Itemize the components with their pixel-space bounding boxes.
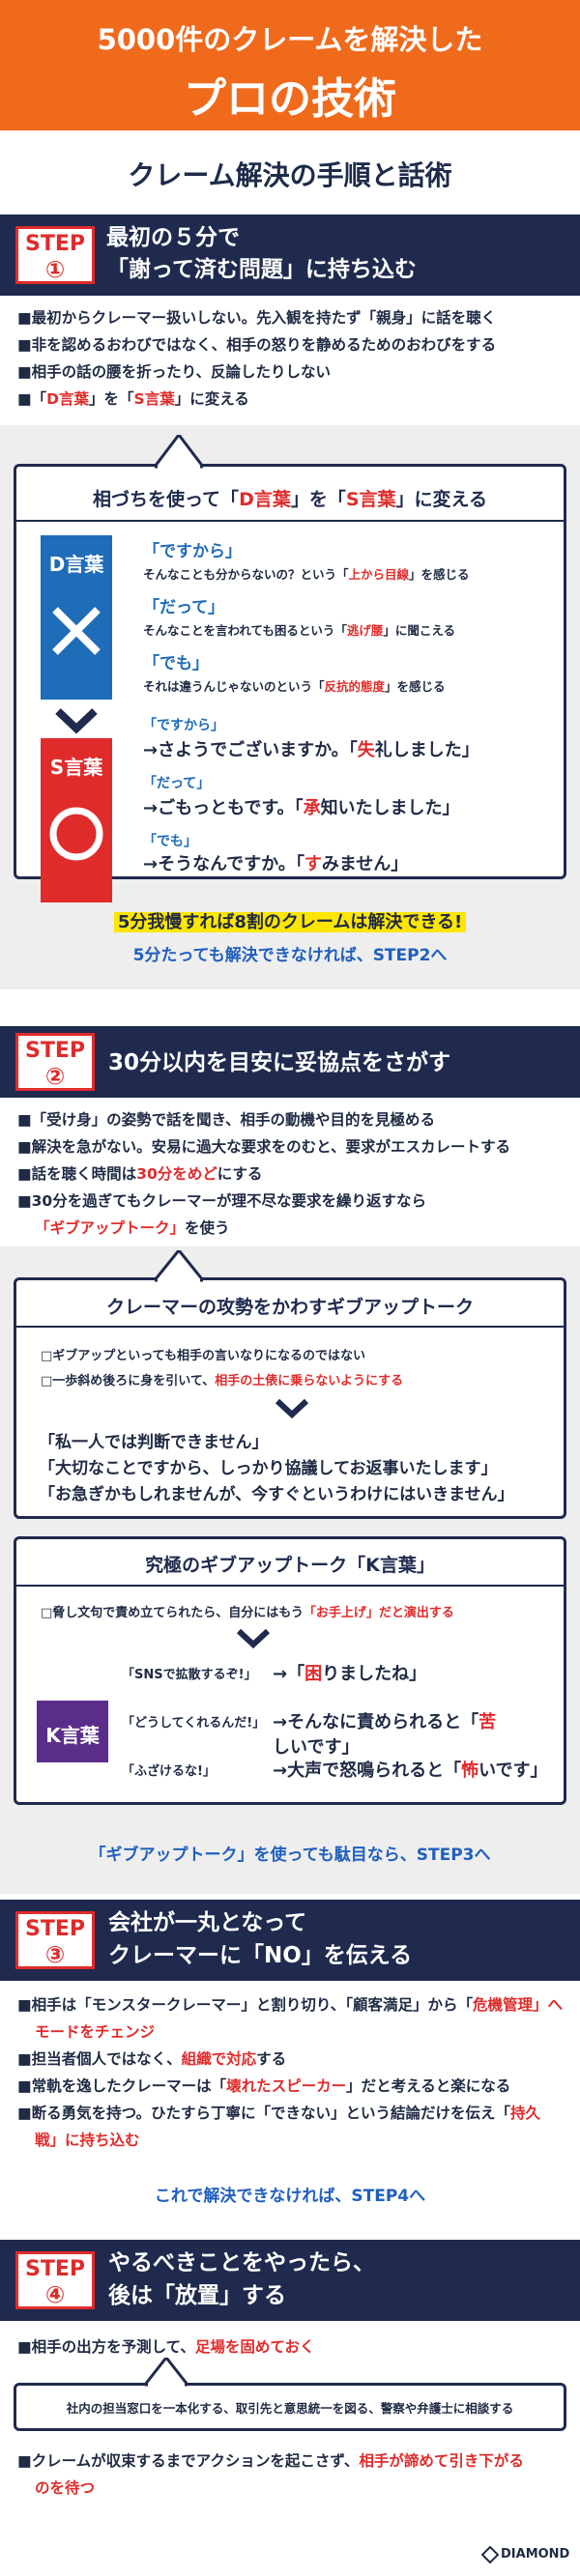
d-item-3-desc: それは違うんじゃないのという「反抗的態度」を感じる bbox=[143, 679, 446, 694]
step4-callout-notch bbox=[145, 2358, 188, 2387]
step2-phrase-3: 「お急ぎかもしれませんが、今すぐというわけにはいきません」 bbox=[39, 1485, 514, 1504]
step1-note-1: 5分我慢すれば8割のクレームは解決できる! bbox=[113, 912, 467, 932]
step3-bullet-2: ■担当者個人ではなく、組織で対応する bbox=[17, 2050, 287, 2068]
step4-bullet-2: ■クレームが収束するまでアクションを起こさず、相手が諦めて引き下がる bbox=[17, 2452, 524, 2470]
step2-callout-notch bbox=[155, 1250, 203, 1283]
step1-badge-num: ① bbox=[44, 256, 66, 283]
step4-bar bbox=[0, 2240, 580, 2321]
cross-icon bbox=[52, 607, 101, 655]
step1-bar bbox=[0, 215, 580, 296]
k-item-2-q: 「どうしてくれるんだ!」 bbox=[122, 1716, 266, 1731]
step3-title-l2: クレーマーに「NO」を伝える bbox=[108, 1943, 413, 1968]
d-words-box: D言葉 bbox=[41, 535, 112, 700]
step1-badge: STEP ① bbox=[15, 226, 95, 284]
step4-box-text: 社内の担当窓口を一本化する、取引先と意思統一を図る、警察や弁護士に相談する bbox=[66, 2401, 514, 2416]
step3-note: これで解決できなければ、STEP4へ bbox=[154, 2187, 426, 2206]
d-item-1-word: 「ですから」 bbox=[143, 542, 242, 561]
step1-bullet-1: ■最初からクレーマー扱いしない。先入観を持たず「親身」に話を聴く bbox=[17, 309, 497, 327]
k-item-3-q: 「ふざけるな!」 bbox=[122, 1764, 216, 1779]
s-item-1-reply: →さようでございますか。「失礼しました」 bbox=[143, 740, 479, 760]
chevron-down-icon bbox=[55, 708, 98, 734]
k-item-1-a: →「困りましたね」 bbox=[273, 1664, 427, 1684]
step1-title-l2: 「謝って済む問題」に持ち込む bbox=[106, 257, 417, 282]
step2-box1-title: クレーマーの攻勢をかわすギブアップトーク bbox=[105, 1297, 474, 1318]
step2-badge: STEP ② bbox=[15, 1033, 95, 1091]
step4-title-l1: やるべきことをやったら、 bbox=[108, 2250, 375, 2275]
step4-bullet-1: ■相手の出方を予測して、足場を固めておく bbox=[17, 2338, 315, 2356]
step2-box2-divider bbox=[14, 1585, 566, 1587]
step2-badge-num: ② bbox=[44, 1063, 66, 1090]
step2-box-1 bbox=[14, 1277, 566, 1519]
d-words-label: D言葉 bbox=[48, 553, 104, 576]
diamond-logo-icon bbox=[481, 2546, 499, 2563]
s-words-label: S言葉 bbox=[49, 756, 103, 779]
d-item-1-desc: そんなことも分からないの？という「上から目線」を感じる bbox=[143, 567, 470, 582]
step3-bullet-1-cont: モードをチェンジ bbox=[35, 2023, 156, 2041]
step2-bullet-1: ■「受け身」の姿勢で話を聞き、相手の動機や目的を見極める bbox=[17, 1111, 436, 1129]
step1-bullet-3: ■相手の話の腰を折ったり、反論したりしない bbox=[17, 363, 332, 381]
d-item-3-word: 「でも」 bbox=[143, 654, 209, 673]
footer-brand: DIAMOND bbox=[501, 2547, 570, 2562]
k-item-2-a: →そんなに責められると「苦しいです」 bbox=[273, 1712, 497, 1758]
step2-title: 30分以内を目安に妥協点をさがす bbox=[108, 1050, 451, 1075]
step2-box1-note-2: □一歩斜め後ろに身を引いて、相手の土俵に乗らないようにする bbox=[41, 1374, 404, 1388]
s-item-2-word: 「だって」 bbox=[143, 776, 211, 791]
header-line1: 5000件のクレームを解決した bbox=[97, 23, 483, 56]
step4-badge-num: ④ bbox=[44, 2281, 66, 2308]
step2-bullet-4: ■30分を過ぎてもクレーマーが理不尽な要求を繰り返すなら bbox=[17, 1192, 426, 1210]
step4-box bbox=[14, 2383, 566, 2431]
step1-title-l1: 最初の５分で bbox=[106, 225, 240, 250]
step3-title-l1: 会社が一丸となって bbox=[108, 1910, 307, 1935]
step1-note-2: 5分たっても解決できなければ、STEP2へ bbox=[132, 946, 448, 965]
step3-bullet-4: ■断る勇気を持つ。ひたすら丁寧に「できない」という結論だけを伝え「持久 bbox=[17, 2104, 541, 2122]
s-words-box: S言葉 bbox=[41, 738, 112, 902]
circle-icon bbox=[49, 807, 103, 861]
step3-badge-label: STEP bbox=[24, 1917, 85, 1941]
step1-bullet-2: ■非を認めるおわびではなく、相手の怒りを静めるためのおわびをする bbox=[17, 336, 497, 354]
step1-callout-notch bbox=[155, 435, 203, 470]
s-item-3-word: 「でも」 bbox=[143, 834, 197, 849]
s-item-3-reply: →そうなんですか。「すみません」 bbox=[143, 854, 409, 874]
d-item-2-word: 「だって」 bbox=[143, 598, 225, 617]
header-banner bbox=[0, 0, 580, 130]
step2-phrase-2: 「大切なことですから、しっかり協議してお返事いたします」 bbox=[39, 1459, 498, 1478]
step1-note-1-wrap: 5分我慢すれば8割のクレームは解決できる! bbox=[0, 908, 580, 933]
d-item-2-desc: そんなことを言われても困るという「逃げ腰」に聞こえる bbox=[143, 623, 456, 638]
step3-badge: STEP ③ bbox=[15, 1911, 95, 1969]
step2-phrase-1: 「私一人では判断できません」 bbox=[39, 1433, 269, 1452]
k-item-1-q: 「SNSで拡散するぞ!」 bbox=[122, 1668, 257, 1682]
step2-bullet-4-cont: 「ギブアップトーク」を使う bbox=[35, 1219, 230, 1237]
step4-badge: STEP ④ bbox=[15, 2251, 95, 2309]
step2-box1-divider bbox=[14, 1326, 566, 1328]
chevron-down-icon bbox=[275, 1398, 309, 1418]
step3-badge-num: ③ bbox=[44, 1941, 66, 1968]
step2-box1-note-1: □ギブアップといっても相手の言いなりになるのではない bbox=[41, 1349, 365, 1363]
k-words-label: K言葉 bbox=[45, 1724, 100, 1747]
step3-bullet-4-cont: 戦」に持ち込む bbox=[35, 2132, 140, 2149]
step1-badge-label: STEP bbox=[24, 232, 85, 256]
step2-bullet-2: ■解決を急がない。安易に過大な要求をのむと、要求がエスカレートする bbox=[17, 1138, 511, 1156]
step2-box2-note: □脅し文句で責め立てられたら、自分にはもう「お手上げ」だと演出する bbox=[41, 1606, 454, 1620]
s-item-2-reply: →ごもっともです。「承知いたしました」 bbox=[143, 798, 460, 818]
step2-bullet-3: ■話を聴く時間は30分をめどにする bbox=[17, 1165, 263, 1183]
step2-badge-label: STEP bbox=[24, 1039, 85, 1063]
step3-bar bbox=[0, 1900, 580, 1981]
step1-box-divider bbox=[14, 520, 566, 522]
step4-badge-label: STEP bbox=[24, 2257, 85, 2281]
k-words-box: K言葉 bbox=[37, 1701, 108, 1762]
step3-bullet-1: ■相手は「モンスタークレーマー」と割り切り、「顧客満足」から「危機管理」へ bbox=[17, 1996, 563, 2014]
s-item-1-word: 「ですから」 bbox=[143, 718, 224, 733]
step2-box2-title: 究極のギブアップトーク「K言葉」 bbox=[145, 1555, 435, 1576]
step4-title-l2: 後は「放置」する bbox=[108, 2283, 286, 2308]
step3-bullet-3: ■常軌を逸したクレーマーは「壊れたスピーカー」だと考えると楽になる bbox=[17, 2077, 511, 2095]
step1-box-title: 相づちを使って「D言葉」を「S言葉」に変える bbox=[93, 489, 487, 510]
chevron-down-icon bbox=[236, 1628, 271, 1648]
k-item-3-a: →大声で怒鳴られると「怖いです」 bbox=[273, 1760, 548, 1781]
step2-note: 「ギブアップトーク」を使っても駄目なら、STEP3へ bbox=[89, 1846, 491, 1865]
step2-bar bbox=[0, 1026, 580, 1098]
page-subtitle: クレーム解決の手順と話術 bbox=[128, 159, 452, 191]
step1-bullet-4: ■「D言葉」を「S言葉」に変える bbox=[17, 390, 249, 408]
step4-bullet-2-cont: のを待つ bbox=[35, 2479, 96, 2497]
header-line2: プロの技術 bbox=[184, 74, 396, 124]
